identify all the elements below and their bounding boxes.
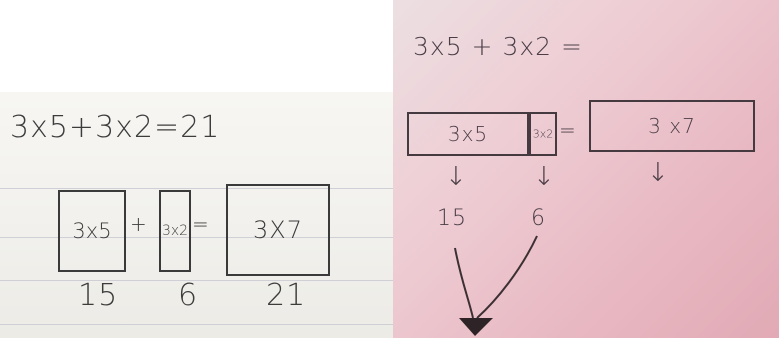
result-2: 6 (531, 206, 546, 231)
equation-text: 3x5 + 3x2 = (413, 32, 583, 61)
term-box-1: 3x5 (407, 112, 529, 156)
down-arrow-icon: ↓ (647, 158, 670, 188)
equation-text: 3x5+3x2=21 (10, 110, 221, 145)
equals-sign: = (559, 118, 577, 142)
result-2: 6 (178, 278, 199, 313)
ruled-line (0, 237, 393, 238)
plus-sign: + (130, 212, 148, 236)
term-box-2: 3x2 (529, 112, 557, 156)
down-arrow-icon: ↓ (533, 162, 556, 192)
ruled-line (0, 324, 393, 325)
result-1: 15 (78, 278, 119, 313)
right-handwriting-photo: 3x5 + 3x2 = 3x5 3x2 = 3 x7 ↓ ↓ ↓ 15 6 (393, 0, 779, 338)
term-box-3: 3X7 (226, 184, 330, 276)
sum-arrow-drawing (454, 235, 538, 336)
term-box-2: 3x2 (159, 190, 191, 272)
term-box-3: 3 x7 (589, 100, 755, 152)
equals-sign: = (192, 212, 210, 236)
ruled-line (0, 188, 393, 189)
down-arrow-icon: ↓ (445, 162, 468, 192)
result-1: 15 (437, 206, 467, 231)
left-handwriting-photo: 3x5+3x2=21 3x5 + 3x2 = 3X7 15 6 21 (0, 92, 393, 338)
term-box-1: 3x5 (58, 190, 126, 272)
result-3: 21 (266, 278, 307, 313)
ruled-line (0, 280, 393, 281)
